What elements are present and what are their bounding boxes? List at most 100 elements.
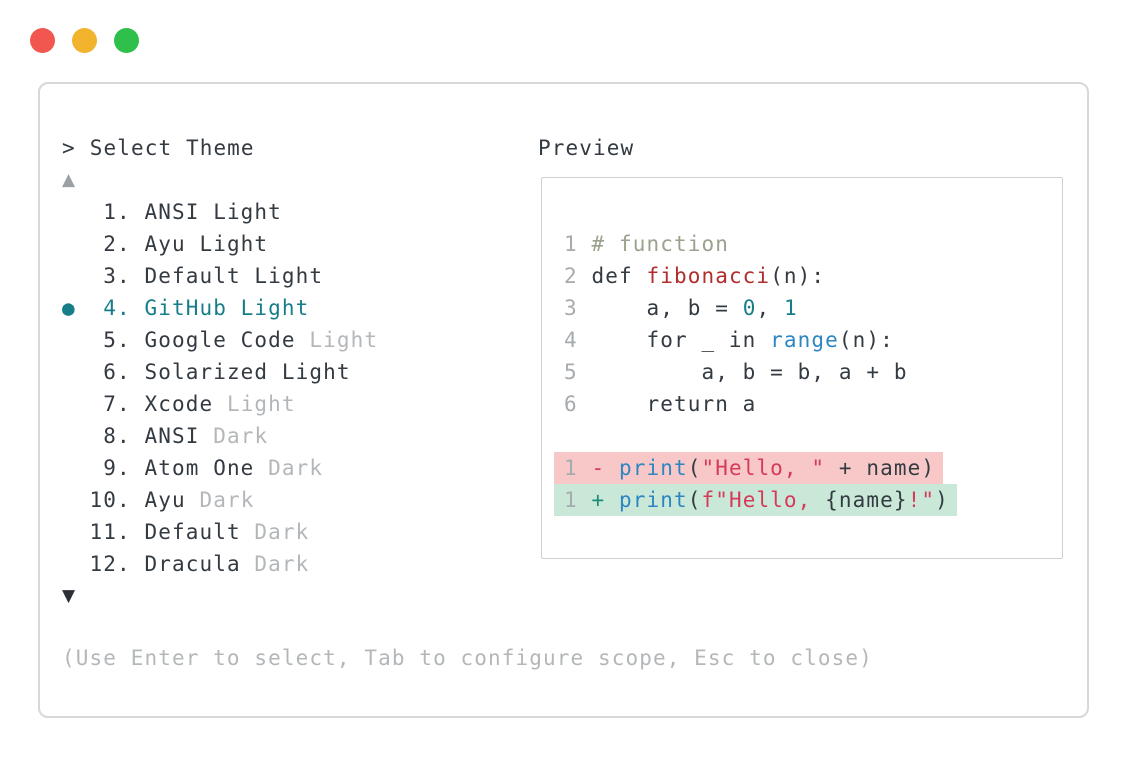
line-content: 1 # function (564, 228, 729, 260)
theme-option-ayu-dark[interactable]: 10. Ayu Dark (62, 484, 378, 516)
code-token-string: f"Hello, (701, 488, 826, 512)
theme-label: GitHub Light (144, 296, 310, 320)
code-token-text: a, b = (591, 296, 743, 320)
line-number: 1 (564, 456, 592, 480)
theme-option-ansi-light[interactable]: 1. ANSI Light (62, 196, 378, 228)
line-number: 3 (564, 296, 592, 320)
line-content: 3 a, b = 0, 1 (564, 292, 798, 324)
theme-label-variant: Dark (185, 488, 255, 512)
prompt-symbol: > (62, 136, 76, 160)
code-token-text: return a (591, 392, 757, 416)
code-token-text: def (591, 264, 647, 288)
theme-option-google-code-light[interactable]: 5. Google Code Light (62, 324, 378, 356)
theme-option-github-light[interactable]: ● 4. GitHub Light (62, 292, 378, 324)
zoom-button[interactable] (114, 28, 139, 53)
line-content: 2 def fibonacci(n): (564, 260, 825, 292)
code-line: 2 def fibonacci(n): (564, 260, 1062, 292)
marker-space (62, 360, 90, 384)
marker-space (62, 264, 90, 288)
theme-option-atom-one-dark[interactable]: 9. Atom One Dark (62, 452, 378, 484)
code-line: 1 # function (564, 228, 1062, 260)
code-token-text: ( (687, 488, 702, 512)
line-content: 6 return a (564, 388, 756, 420)
marker-space (62, 488, 90, 512)
close-button[interactable] (30, 28, 55, 53)
theme-label: ANSI (144, 424, 200, 448)
theme-option-ansi-dark[interactable]: 8. ANSI Dark (62, 420, 378, 452)
theme-label-variant: Dark (199, 424, 269, 448)
theme-picker-panel: >Select Theme Preview ▲ 1. ANSI Light 2.… (38, 82, 1089, 718)
code-token-text: ( (687, 456, 702, 480)
theme-label-variant: Dark (240, 520, 310, 544)
code-token-blue: range (770, 328, 839, 352)
code-token-num: 0 (742, 296, 757, 320)
code-blank-line (564, 420, 1062, 452)
code-token-text: {name} (825, 488, 908, 512)
line-number: 2 (564, 264, 592, 288)
code-token-comment: # function (591, 232, 729, 256)
theme-number: 4. (89, 296, 145, 320)
marker-space (62, 552, 90, 576)
theme-number: 8. (89, 424, 145, 448)
theme-label: Default (144, 520, 241, 544)
scroll-up-icon[interactable]: ▲ (62, 170, 76, 190)
theme-number: 2. (89, 232, 145, 256)
code-token-blue: print (619, 488, 688, 512)
minimize-button[interactable] (72, 28, 97, 53)
theme-label: Dracula (144, 552, 241, 576)
theme-label: Solarized Light (144, 360, 351, 384)
code-token-blue: print (619, 456, 688, 480)
theme-label: Ayu (144, 488, 186, 512)
theme-option-ayu-light[interactable]: 2. Ayu Light (62, 228, 378, 260)
theme-number: 10. (89, 488, 145, 512)
marker-space (62, 520, 90, 544)
theme-label: Xcode (144, 392, 214, 416)
theme-option-default-light[interactable]: 3. Default Light (62, 260, 378, 292)
line-number: 1 (564, 232, 592, 256)
theme-list: 1. ANSI Light 2. Ayu Light 3. Default Li… (62, 196, 378, 580)
marker-space (62, 392, 90, 416)
code-line: 6 return a (564, 388, 1062, 420)
diff-removed-line: 1 - print("Hello, " + name) (554, 452, 1062, 484)
marker-space (62, 200, 90, 224)
theme-label: Ayu Light (144, 232, 269, 256)
code-token-text: , (756, 296, 784, 320)
marker-space (62, 232, 90, 256)
code-token-text: ) (935, 488, 949, 512)
theme-option-default-dark[interactable]: 11. Default Dark (62, 516, 378, 548)
line-number: 6 (564, 392, 592, 416)
code-token-text: (n): (838, 328, 894, 352)
theme-number: 5. (89, 328, 145, 352)
code-token-string: "Hello, " (701, 456, 826, 480)
theme-label: Atom One (144, 456, 255, 480)
code-token-func: fibonacci (646, 264, 771, 288)
code-line: 4 for _ in range(n): (564, 324, 1062, 356)
marker-space (62, 456, 90, 480)
theme-label-variant: Dark (254, 456, 324, 480)
theme-label-variant: Light (213, 392, 296, 416)
code-token-text: + name) (825, 456, 936, 480)
preview-title: Preview (538, 136, 635, 160)
line-number: 1 (564, 488, 592, 512)
theme-label: Default Light (144, 264, 324, 288)
scroll-down-icon[interactable]: ▼ (62, 586, 76, 606)
code-line: 5 a, b = b, a + b (564, 356, 1062, 388)
line-content: 1 + print(f"Hello, {name}!") (554, 484, 957, 516)
line-number: 4 (564, 328, 592, 352)
code-token-text: a, b = b, a + b (591, 360, 908, 384)
code-token-num: 1 (783, 296, 798, 320)
theme-number: 1. (89, 200, 145, 224)
theme-option-dracula-dark[interactable]: 12. Dracula Dark (62, 548, 378, 580)
theme-option-xcode-light[interactable]: 7. Xcode Light (62, 388, 378, 420)
theme-label-variant: Dark (240, 552, 310, 576)
code-token-text: (n): (770, 264, 826, 288)
diff-added-line: 1 + print(f"Hello, {name}!") (554, 484, 1062, 516)
theme-number: 7. (89, 392, 145, 416)
theme-label: Google Code (144, 328, 296, 352)
prompt-row: >Select Theme (62, 132, 255, 164)
theme-option-solarized-light[interactable]: 6. Solarized Light (62, 356, 378, 388)
marker-space (62, 424, 90, 448)
